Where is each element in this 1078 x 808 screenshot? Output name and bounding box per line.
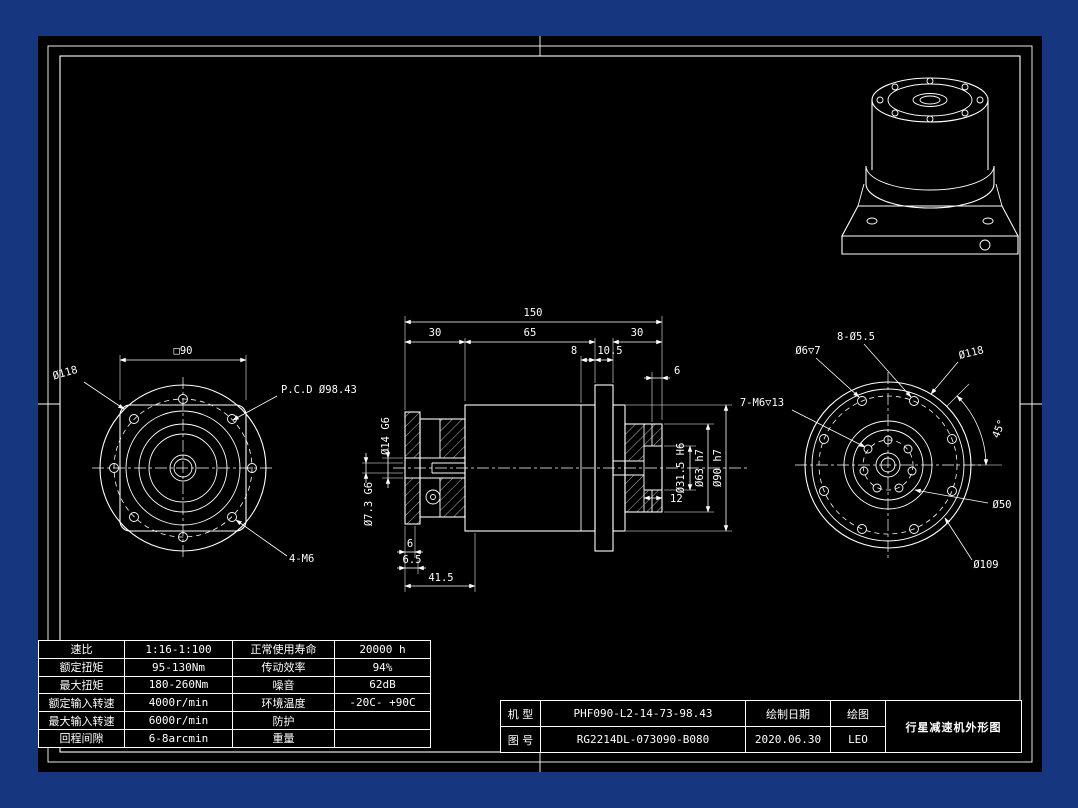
dim-input-bore: Ø14 G6 xyxy=(380,417,392,455)
dim-total-length: 150 xyxy=(524,307,543,319)
spec-label-cell: 正常使用寿命 xyxy=(232,640,335,659)
dim-6-top: 6 xyxy=(674,365,680,377)
dim-seg-left: 30 xyxy=(429,327,442,339)
dim-109: Ø109 xyxy=(973,559,998,571)
spec-value-cell: 20000 h xyxy=(334,640,431,659)
spec-label-cell: 最大扭矩 xyxy=(38,675,125,695)
dim-square: □90 xyxy=(174,345,193,357)
drawn-label: 绘图 xyxy=(830,700,886,727)
spec-label-cell: 传动效率 xyxy=(232,657,335,677)
spec-label-cell: 最大输入转速 xyxy=(38,711,125,730)
dim-out-spigot: Ø63 h7 xyxy=(694,449,706,487)
front-view: □90 Ø118 P.C.D Ø98.43 4-M6 xyxy=(51,345,356,565)
dim-tapped: 7-M6▽13 xyxy=(740,397,784,409)
spec-label-cell: 回程间隙 xyxy=(38,728,125,748)
drawing-no-value: RG2214DL-073090-B080 xyxy=(540,726,746,753)
dim-pcd: P.C.D Ø98.43 xyxy=(281,384,357,396)
drawing-title: 行星减速机外形图 xyxy=(885,700,1022,753)
spec-label-cell: 防护 xyxy=(232,711,335,730)
dim-rear-outer-dia: Ø118 xyxy=(958,344,985,362)
dim-inner-bore: Ø7.3 G6 xyxy=(363,482,375,526)
spec-value-cell xyxy=(334,728,431,748)
dim-41-5: 41.5 xyxy=(428,572,453,584)
date-value: 2020.06.30 xyxy=(745,726,831,753)
spec-value-cell xyxy=(334,711,431,730)
dim-12: 12 xyxy=(670,493,683,505)
spec-value-cell: 6000r/min xyxy=(124,711,233,730)
isometric-view xyxy=(841,77,1019,255)
dim-body-dia: Ø90 h7 xyxy=(712,449,724,487)
dim-10-5: 10.5 xyxy=(597,345,622,357)
spec-table: 速比 1:16-1:100 正常使用寿命 20000 h 额定扭矩 95-130… xyxy=(38,640,431,748)
date-label: 绘制日期 xyxy=(745,700,831,727)
spec-value-cell: -20C- +90C xyxy=(334,693,431,713)
dim-8: 8 xyxy=(571,345,577,357)
spec-value-cell: 95-130Nm xyxy=(124,657,233,677)
title-block: 机 型 PHF090-L2-14-73-98.43 绘制日期 绘图 行星减速机外… xyxy=(500,700,1022,753)
spec-value-cell: 180-260Nm xyxy=(124,675,233,695)
dim-seg-right: 30 xyxy=(631,327,644,339)
dim-holes: 8-Ø5.5 xyxy=(837,331,875,343)
spec-label-cell: 噪音 xyxy=(232,675,335,695)
drawn-by-value: LEO xyxy=(830,726,886,753)
model-label: 机 型 xyxy=(500,700,541,727)
spec-label-cell: 额定扭矩 xyxy=(38,657,125,677)
spec-label-cell: 额定输入转速 xyxy=(38,693,125,713)
dim-corner-holes: 4-M6 xyxy=(289,553,314,565)
dim-50: Ø50 xyxy=(993,499,1012,511)
dim-seg-mid: 65 xyxy=(524,327,537,339)
model-value: PHF090-L2-14-73-98.43 xyxy=(540,700,746,727)
spec-value-cell: 1:16-1:100 xyxy=(124,640,233,659)
spec-value-cell: 6-8arcmin xyxy=(124,728,233,748)
spec-label-cell: 速比 xyxy=(38,640,125,659)
section-view: 150 30 65 30 8 10.5 6 Ø14 G6 Ø7.3 G6 xyxy=(362,307,748,592)
dim-6-5: 6.5 xyxy=(403,554,422,566)
dim-6-bottom: 6 xyxy=(407,538,413,550)
spec-label-cell: 环境温度 xyxy=(232,693,335,713)
spec-label-cell: 重量 xyxy=(232,728,335,748)
spec-value-cell: 4000r/min xyxy=(124,693,233,713)
dim-cbore: Ø6▽7 xyxy=(795,345,820,357)
spec-value-cell: 94% xyxy=(334,657,431,677)
spec-value-cell: 62dB xyxy=(334,675,431,695)
drawing-no-label: 图 号 xyxy=(500,726,541,753)
rear-view: 45° 8-Ø5.5 Ø6▽7 Ø118 7-M6▽13 Ø50 Ø109 xyxy=(740,331,1012,571)
dim-out-pilot: Ø31.5 H6 xyxy=(675,443,687,494)
